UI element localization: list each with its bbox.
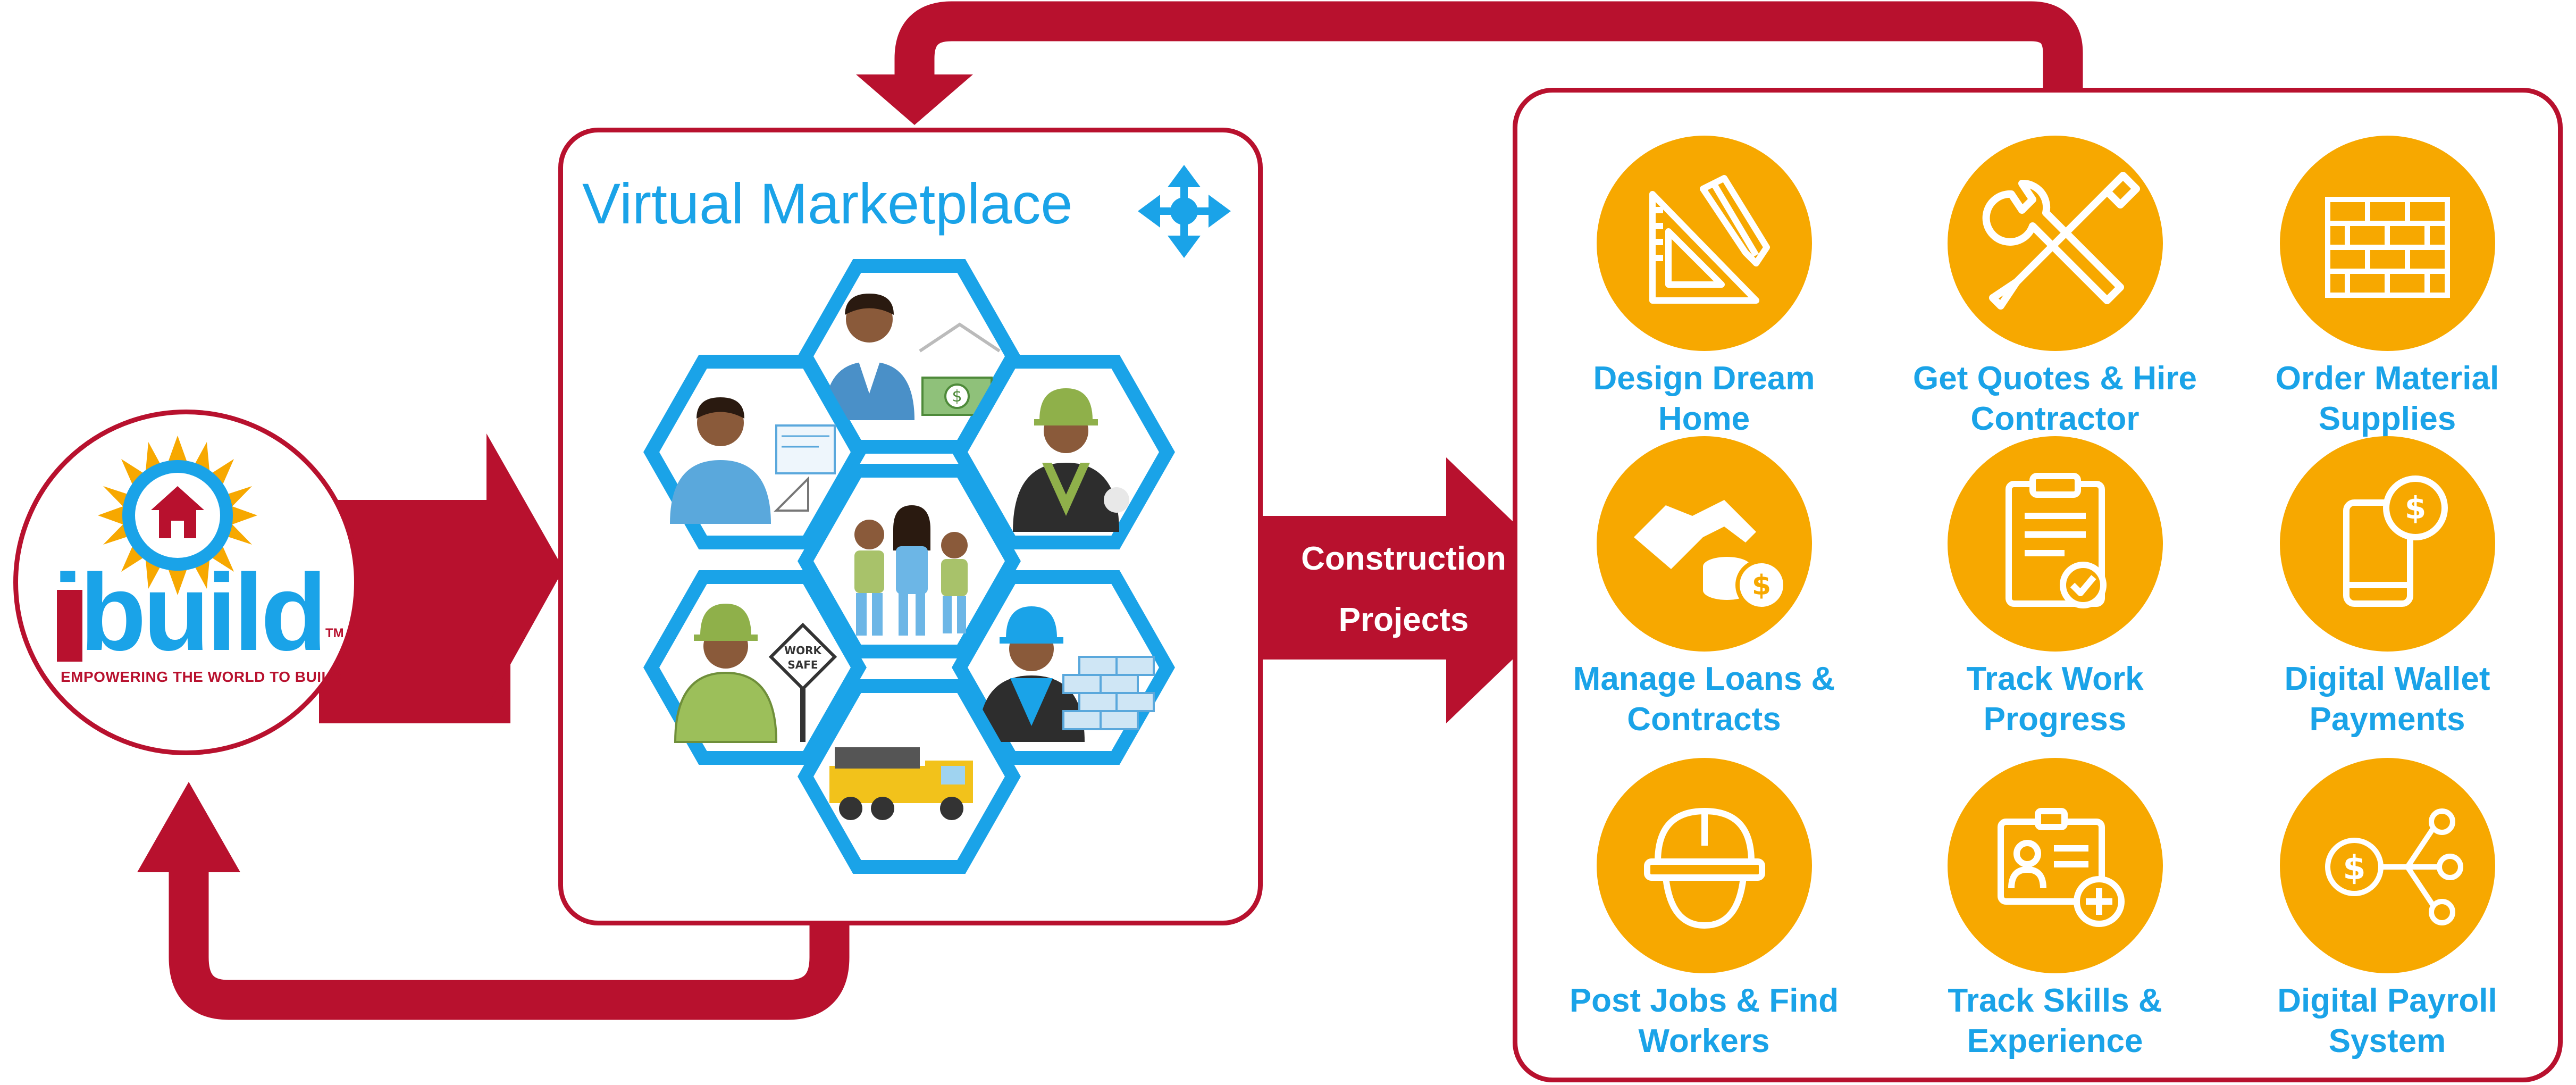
feature-track-skills-experience: Track Skills & Experience — [1885, 758, 2225, 1062]
ibuild-logo-badge: ibuild TM EMPOWERING THE WORLD TO BUILD — [13, 410, 359, 755]
feature-label-line1: Get Quotes & Hire — [1913, 360, 2197, 397]
feature-label-line2: Supplies — [2318, 400, 2456, 437]
hex-tile-site-worker: WORK SAFE — [651, 577, 859, 758]
feature-track-work-progress: Track Work Progress — [1885, 436, 2225, 740]
feature-label-line2: Contracts — [1627, 701, 1781, 738]
logo-tagline: EMPOWERING THE WORLD TO BUILD — [61, 669, 342, 685]
feature-label-line1: Digital Payroll — [2277, 982, 2497, 1019]
hex-tile-homeowner-family — [805, 471, 1013, 652]
sign-text-safe: SAFE — [787, 658, 818, 671]
feature-label-line2: Progress — [1983, 701, 2127, 738]
logo-trademark: TM — [325, 626, 344, 640]
feature-icon-circle — [1947, 758, 2163, 973]
feature-icon-circle: $ — [1596, 436, 1812, 652]
svg-text:$: $ — [1751, 570, 1771, 602]
sun-house-icon — [98, 436, 257, 595]
feature-manage-loans-contracts: $ Manage Loans & Contracts — [1534, 436, 1874, 740]
handshake-coins-icon: $ — [1633, 500, 1788, 611]
bottom-return-arrow — [169, 840, 850, 1020]
feature-design-dream-home: Design Dream Home — [1534, 136, 1874, 439]
hex-tile-supplier — [805, 686, 1013, 867]
feature-label-line2: Experience — [1967, 1023, 2143, 1059]
bottom-return-arrowhead — [137, 782, 240, 872]
feature-label-line1: Manage Loans & — [1573, 661, 1835, 697]
hex-tile-mason — [960, 577, 1167, 758]
feature-label-line1: Track Skills & — [1948, 982, 2162, 1019]
feature-label-line1: Track Work — [1966, 661, 2144, 697]
feature-digital-wallet-payments: $ Digital Wallet Payments — [2217, 436, 2557, 740]
top-return-arrow — [894, 1, 2083, 96]
brick-wall-icon — [2325, 197, 2450, 298]
feature-order-material-supplies: Order Material Supplies — [2217, 136, 2557, 439]
marketplace-title: Virtual Marketplace — [582, 171, 1073, 236]
hex-tile-builder — [960, 362, 1167, 542]
hex-tile-financier: $ — [805, 266, 1013, 447]
stakeholder-hexagon-cluster: $ — [582, 253, 1239, 891]
connector-label-line1: Construction — [1301, 540, 1506, 577]
feature-label-line2: Payments — [2309, 701, 2465, 738]
feature-icon-circle — [2279, 136, 2495, 351]
feature-icon-circle: $ — [2279, 758, 2495, 973]
svg-text:$: $ — [2343, 848, 2365, 887]
connector-label-line2: Projects — [1338, 602, 1469, 638]
svg-text:$: $ — [2404, 490, 2426, 526]
move-arrows-icon — [1138, 165, 1231, 258]
feature-label-line2: System — [2328, 1023, 2446, 1059]
feature-label-line2: Contractor — [1970, 400, 2139, 437]
logo-wordmark: ibuild — [53, 552, 328, 673]
id-card-plus-icon — [1997, 808, 2125, 927]
payroll-distribution-icon: $ — [2325, 808, 2463, 925]
market-to-features-arrow-shaft — [1255, 516, 1457, 660]
feature-icon-circle — [1947, 136, 2163, 351]
feature-label-line2: Workers — [1638, 1023, 1770, 1059]
wrench-screwdriver-icon — [1982, 172, 2140, 310]
feature-post-jobs-find-workers: Post Jobs & Find Workers — [1534, 758, 1874, 1062]
ruler-pencil-icon — [1649, 175, 1770, 304]
top-return-arrowhead — [856, 74, 973, 125]
feature-icon-circle — [1947, 436, 2163, 652]
feature-label-line1: Order Material — [2275, 360, 2499, 397]
feature-label-line1: Design Dream — [1593, 360, 1815, 397]
feature-label-line2: Home — [1658, 400, 1750, 437]
logo-i-red-overlay — [57, 590, 82, 662]
clipboard-check-icon — [2005, 473, 2107, 608]
logo-to-market-arrowhead — [486, 433, 564, 707]
svg-text:$: $ — [952, 387, 962, 406]
hex-tile-architect — [651, 362, 859, 542]
feature-label-line1: Post Jobs & Find — [1569, 982, 1839, 1019]
feature-icon-circle — [1596, 758, 1812, 973]
feature-label-line1: Digital Wallet — [2284, 661, 2490, 697]
phone-dollar-icon: $ — [2343, 475, 2448, 607]
feature-get-quotes-hire-contractor: Get Quotes & Hire Contractor — [1885, 136, 2225, 439]
feature-icon-circle — [1596, 136, 1812, 351]
sign-text-work: WORK — [784, 644, 822, 657]
feature-icon-circle: $ — [2279, 436, 2495, 652]
feature-digital-payroll-system: $ Digital Payroll System — [2217, 758, 2557, 1062]
hard-hat-icon — [1643, 808, 1765, 929]
